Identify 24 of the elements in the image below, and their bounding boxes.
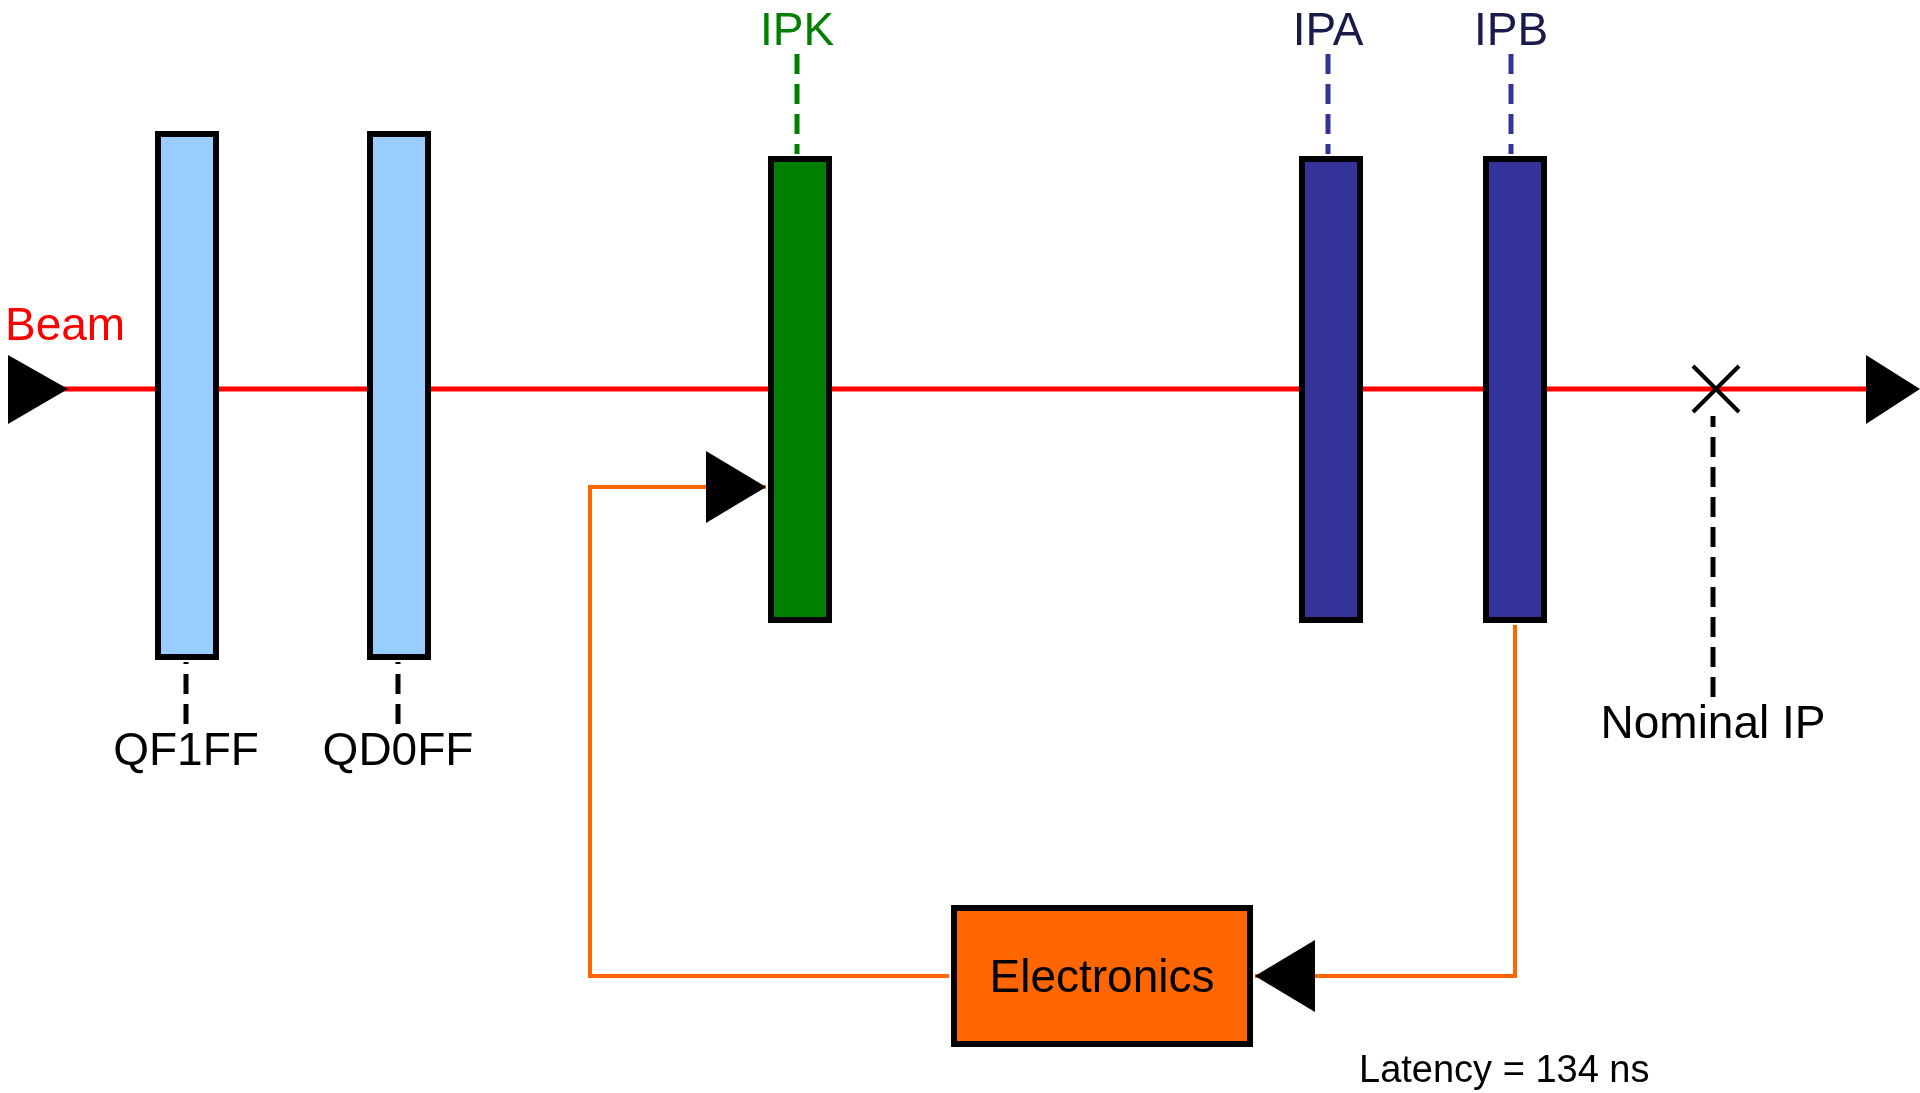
magnet-bar — [367, 131, 431, 660]
bpm-bar — [1483, 156, 1547, 623]
leader-line — [183, 662, 189, 724]
signal-arrow — [588, 451, 949, 978]
component-name: IPK — [759, 6, 835, 52]
magnet-bar — [155, 131, 219, 660]
component-name: IPB — [1473, 6, 1549, 52]
electronics-box — [951, 905, 1253, 1047]
component-name: QF1FF — [113, 726, 259, 772]
component-name: IPA — [1292, 6, 1364, 52]
kicker-bar — [768, 156, 832, 623]
signal-arrow — [1255, 625, 1517, 1012]
leader-line — [1508, 54, 1514, 154]
box-label: Electronics — [989, 949, 1215, 1003]
latency-note: Latency = 134 ns — [1359, 1050, 1650, 1088]
beam-label: Beam — [5, 301, 126, 347]
component-name: QD0FF — [322, 726, 474, 772]
cross-mark — [1691, 364, 1741, 414]
bpm-bar — [1299, 156, 1363, 623]
leader-line — [794, 54, 800, 154]
leader-line — [1325, 54, 1331, 154]
leader-line — [1710, 416, 1716, 697]
leader-line — [395, 662, 401, 724]
point-name: Nominal IP — [1600, 699, 1826, 745]
